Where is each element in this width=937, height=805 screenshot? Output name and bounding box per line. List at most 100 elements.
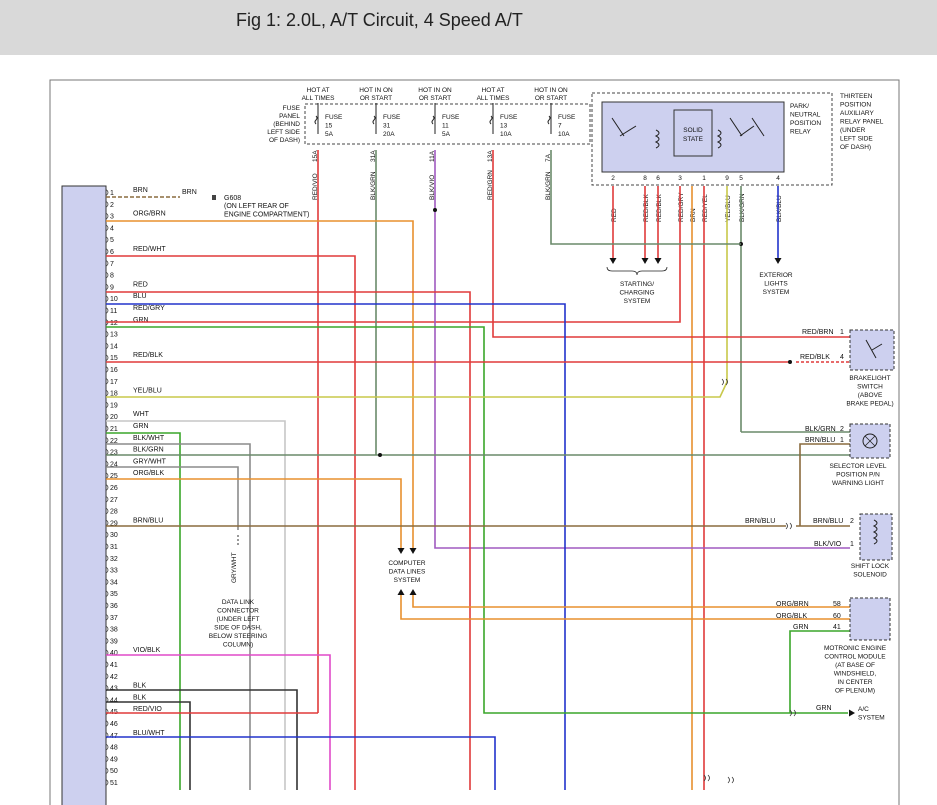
pin-connector-mark — [105, 602, 109, 609]
fuse-rating-label: FUSE — [383, 114, 401, 121]
pin-connector-mark — [105, 307, 109, 314]
relay-pin-wire: YEL/BLU — [725, 195, 732, 222]
pin-connector-mark — [105, 436, 109, 444]
splice-dot — [788, 360, 792, 364]
solid-state-label: SOLID — [683, 127, 703, 134]
ecm-label: MOTRONIC ENGINE — [824, 645, 887, 652]
pin-wire-label: BLU — [133, 293, 147, 300]
fuse-rating-label: FUSE — [558, 114, 576, 121]
fuse-wire-label: BLK/GRN — [545, 171, 552, 200]
shift-lock-splice-label: BRN/BLU — [745, 518, 775, 525]
relay-panel-label: AUXILIARY — [840, 110, 875, 117]
pin-connector-mark — [105, 566, 109, 574]
pin-number: 49 — [110, 756, 118, 763]
pin-connector-mark — [105, 495, 109, 503]
wire-red-gry — [106, 186, 681, 323]
exterior-lights-label: EXTERIOR — [759, 272, 793, 279]
relay-switch-icon — [751, 117, 765, 137]
fuse-rating-label: 31 — [383, 123, 391, 130]
fuse-wire-label: RED/VIO — [312, 173, 319, 200]
computer-data-label: SYSTEM — [394, 577, 421, 584]
pin-wire-label: BLU/WHT — [133, 730, 165, 737]
data-link-label: DATA LINK — [222, 599, 255, 606]
wire-grn — [106, 326, 790, 714]
data-link-label: COLUMN) — [223, 642, 253, 649]
fuse-rating-label: 5A — [442, 131, 451, 138]
ac-system-label: SYSTEM — [858, 715, 885, 722]
fuse-hot-label: ALL TIMES — [302, 95, 336, 102]
data-link-label: (UNDER LEFT — [217, 616, 260, 623]
pin-connector-mark — [105, 401, 109, 409]
computer-data-label: COMPUTER — [388, 560, 426, 567]
relay-panel-label: LEFT SIDE — [840, 136, 873, 143]
shift-lock-label: SOLENOID — [853, 572, 887, 579]
selector-warning-light — [849, 423, 891, 459]
pin-wire-label: BLK/WHT — [133, 435, 165, 442]
pin-number: 40 — [110, 650, 118, 657]
splice-dot — [378, 453, 382, 457]
pin-number: 12 — [110, 320, 118, 327]
pin-number: 32 — [110, 556, 118, 563]
arrow-data-lines-icon — [409, 548, 417, 554]
pin-wire-label: GRN — [133, 317, 149, 324]
bracket — [606, 266, 668, 276]
pin-wire-label: BRN — [133, 187, 148, 194]
pin-connector-mark — [105, 543, 109, 550]
fuse-panel-label: LEFT SIDE — [267, 129, 300, 136]
relay-pin-number: 3 — [678, 175, 682, 182]
pin-connector-mark — [105, 637, 109, 645]
relay-panel-label: RELAY PANEL — [840, 119, 884, 126]
pin-connector-mark — [105, 354, 109, 362]
fuse-rating-label: FUSE — [325, 114, 343, 121]
wire-red — [106, 291, 471, 790]
fuse-circuit-label: 31A — [370, 150, 377, 162]
fuse-panel-label: PANEL — [279, 113, 300, 120]
brakelight-label: BRAKELIGHT — [849, 375, 890, 382]
fuse-hot-label: OR START — [360, 95, 392, 102]
pin-number: 31 — [110, 544, 118, 551]
pin-connector-mark — [105, 625, 109, 633]
pin-number: 18 — [110, 391, 118, 398]
fuse-hot-label: HOT IN ON — [359, 87, 393, 94]
fuse-rating-label: 13 — [500, 123, 508, 130]
arrow-starting-icon — [654, 258, 662, 264]
pin-number: 22 — [110, 438, 118, 445]
pin-connector-mark — [105, 212, 109, 220]
ground-location-label: (ON LEFT REAR OF — [224, 203, 289, 210]
selector-pin-number: 1 — [840, 437, 844, 444]
relay-pin-wire: RED — [611, 208, 618, 222]
pin-connector-mark — [105, 708, 109, 716]
pin-number: 50 — [110, 768, 118, 775]
pin-connector-mark — [105, 472, 109, 480]
pin-number: 34 — [110, 579, 118, 586]
pin-connector-mark — [105, 413, 109, 421]
relay-panel-label: (UNDER — [840, 127, 866, 134]
pin-number: 48 — [110, 745, 118, 752]
relay-switch-icon — [729, 117, 755, 137]
pin-number: 37 — [110, 615, 118, 622]
ground-location-label: ENGINE COMPARTMENT) — [224, 212, 309, 219]
pin-connector-mark — [105, 531, 109, 539]
pin-connector-mark — [105, 330, 109, 338]
ecm-pin-number: 58 — [833, 601, 841, 608]
pin-connector-mark — [105, 366, 109, 373]
relay-pin-number: 2 — [611, 175, 615, 182]
transmission-control-module — [61, 185, 107, 805]
selector-light-label: SELECTOR LEVEL — [830, 463, 887, 470]
fuse-rating-label: FUSE — [500, 114, 518, 121]
pin-number: 30 — [110, 532, 118, 539]
ecm-pin-number: 41 — [833, 624, 841, 631]
ecm-wire-label: GRN — [793, 624, 809, 631]
pin-connector-mark — [105, 248, 109, 255]
relay-pin-wire: RED/BLK — [656, 194, 663, 222]
pin-number: 7 — [110, 261, 114, 268]
pin-number: 9 — [110, 284, 114, 291]
fuse-hot-label: ALL TIMES — [477, 95, 511, 102]
ground-icon — [212, 195, 216, 200]
relay-panel-label: OF DASH) — [840, 144, 871, 151]
pin-connector-mark — [105, 743, 109, 751]
pin-number: 46 — [110, 721, 118, 728]
pin-number: 19 — [110, 402, 118, 409]
wire-grn-ecm — [789, 630, 850, 713]
pin-wire-label: YEL/BLU — [133, 388, 162, 395]
